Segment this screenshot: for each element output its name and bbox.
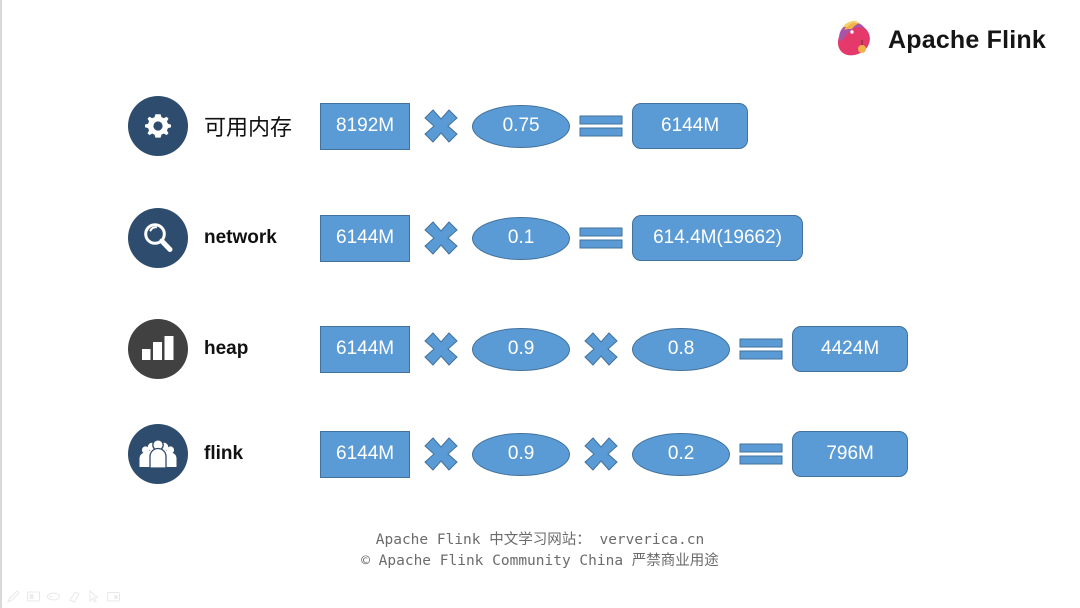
- row-expression: 6144M 0.9 0.8 4424M: [320, 325, 909, 373]
- footer-line-site: Apache Flink 中文学习网站： ververica.cn: [375, 532, 705, 548]
- value-chip: 8192M: [320, 102, 411, 150]
- value-chip: 6144M: [320, 325, 411, 373]
- equals-icon: [730, 430, 792, 478]
- multiply-icon: [410, 214, 472, 262]
- flink-squirrel-logo-icon: [830, 18, 876, 62]
- formula-row: network 6144M 0.1 614.4M(19662): [128, 202, 803, 274]
- equals-icon: [570, 102, 632, 150]
- highlighter-icon[interactable]: [46, 589, 61, 604]
- result-chip: 796M: [792, 431, 909, 477]
- factor-chip: 0.8: [632, 327, 731, 371]
- pen-icon[interactable]: [6, 589, 21, 604]
- row-label: 可用内存: [204, 116, 293, 141]
- factor-chip: 0.1: [472, 216, 571, 260]
- footer: Apache Flink 中文学习网站： ververica.cn © Apac…: [0, 530, 1080, 572]
- formula-row: flink 6144M 0.9 0.2 796M: [128, 418, 909, 490]
- annotation-toolbar[interactable]: [6, 589, 121, 604]
- factor-chip: 0.9: [472, 327, 571, 371]
- brand-header: Apache Flink: [830, 18, 1046, 62]
- brand-name: Apache Flink: [888, 25, 1046, 54]
- multiply-icon: [410, 102, 472, 150]
- row-label: network: [204, 227, 277, 248]
- row-expression: 6144M 0.1 614.4M(19662): [320, 214, 803, 262]
- value-chip: 6144M: [320, 214, 411, 262]
- result-chip: 4424M: [792, 326, 909, 372]
- equals-icon: [730, 325, 792, 373]
- footer-line-copyright: © Apache Flink Community China 严禁商业用途: [361, 553, 719, 569]
- row-label: flink: [204, 443, 244, 464]
- bar-chart-icon: [128, 319, 188, 379]
- row-expression: 8192M 0.75 6144M: [320, 102, 749, 150]
- multiply-icon: [410, 430, 472, 478]
- gear-icon: [128, 96, 188, 156]
- multiply-icon: [410, 325, 472, 373]
- people-group-icon: [128, 424, 188, 484]
- eraser-icon[interactable]: [66, 589, 81, 604]
- row-label: heap: [204, 338, 249, 359]
- factor-chip: 0.75: [472, 104, 571, 148]
- cursor-arrow-icon[interactable]: [86, 589, 101, 604]
- screen-options-icon[interactable]: [106, 589, 121, 604]
- slide-thumbnail-icon[interactable]: [26, 589, 41, 604]
- formula-rows: 可用内存 8192M 0.75 6144M: [128, 90, 909, 490]
- factor-chip: 0.9: [472, 432, 571, 476]
- row-expression: 6144M 0.9 0.2 796M: [320, 430, 909, 478]
- result-chip: 614.4M(19662): [632, 215, 803, 261]
- formula-row: 可用内存 8192M 0.75 6144M: [128, 90, 749, 162]
- multiply-icon: [570, 325, 632, 373]
- slide-left-edge-rule: [0, 0, 2, 608]
- factor-chip: 0.2: [632, 432, 731, 476]
- formula-row: heap 6144M 0.9 0.8 4424M: [128, 313, 909, 385]
- multiply-icon: [570, 430, 632, 478]
- magnifier-icon: [128, 208, 188, 268]
- value-chip: 6144M: [320, 430, 411, 478]
- result-chip: 6144M: [632, 103, 749, 149]
- equals-icon: [570, 214, 632, 262]
